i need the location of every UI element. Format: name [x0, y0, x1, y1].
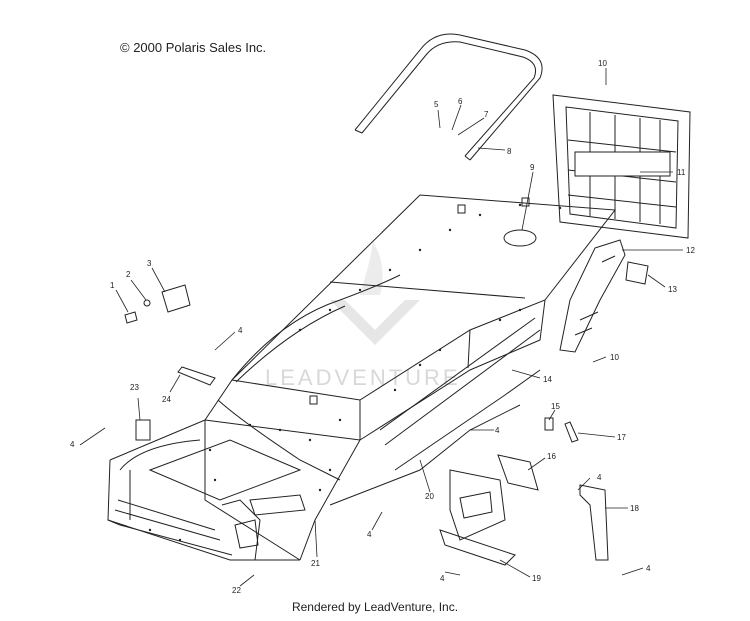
callout-4a: 4 — [238, 326, 243, 335]
callout-21: 21 — [311, 559, 320, 568]
copyright-text: © 2000 Polaris Sales Inc. — [120, 40, 267, 55]
callout-5: 5 — [434, 100, 439, 109]
callout-17: 17 — [617, 433, 626, 442]
callout-9: 9 — [530, 163, 535, 172]
callout-4g: 4 — [440, 574, 445, 583]
callout-2: 2 — [126, 270, 131, 279]
watermark: LEADVENTURE — [265, 240, 461, 390]
footer-credit: Rendered by LeadVenture, Inc. — [291, 600, 459, 614]
callout-8: 8 — [507, 147, 512, 156]
callout-15: 15 — [551, 402, 560, 411]
watermark-text: LEADVENTURE — [265, 365, 461, 390]
callout-24: 24 — [162, 395, 171, 404]
callout-7: 7 — [484, 110, 489, 119]
callout-20: 20 — [425, 492, 434, 501]
callout-10b: 10 — [610, 353, 619, 362]
callout-22: 22 — [232, 586, 241, 595]
grab-bar — [354, 33, 543, 161]
callout-13: 13 — [668, 285, 677, 294]
callout-11: 11 — [677, 168, 686, 177]
callout-3: 3 — [147, 259, 152, 268]
callout-12: 12 — [686, 246, 695, 255]
hardware-parts — [124, 284, 609, 566]
callout-labels: 1 2 3 4 4 4 4 4 4 4 5 6 7 8 9 10 10 11 1… — [70, 59, 695, 595]
deck-bolts — [309, 197, 537, 405]
rivet-dots — [148, 203, 562, 542]
callout-4d: 4 — [495, 426, 500, 435]
chassis-body — [107, 194, 616, 561]
callout-18: 18 — [630, 504, 639, 513]
callout-1: 1 — [110, 281, 115, 290]
callout-19: 19 — [532, 574, 541, 583]
callout-4e: 4 — [597, 473, 602, 482]
side-panel — [559, 239, 649, 353]
leader-lines — [79, 68, 683, 587]
callout-4b: 4 — [70, 440, 75, 449]
callout-4c: 4 — [367, 530, 372, 539]
callout-16: 16 — [547, 452, 556, 461]
callout-6: 6 — [458, 97, 463, 106]
callout-10a: 10 — [598, 59, 607, 68]
callout-4f: 4 — [646, 564, 651, 573]
callout-14: 14 — [543, 375, 552, 384]
snow-flap — [552, 94, 691, 239]
callout-23: 23 — [130, 383, 139, 392]
